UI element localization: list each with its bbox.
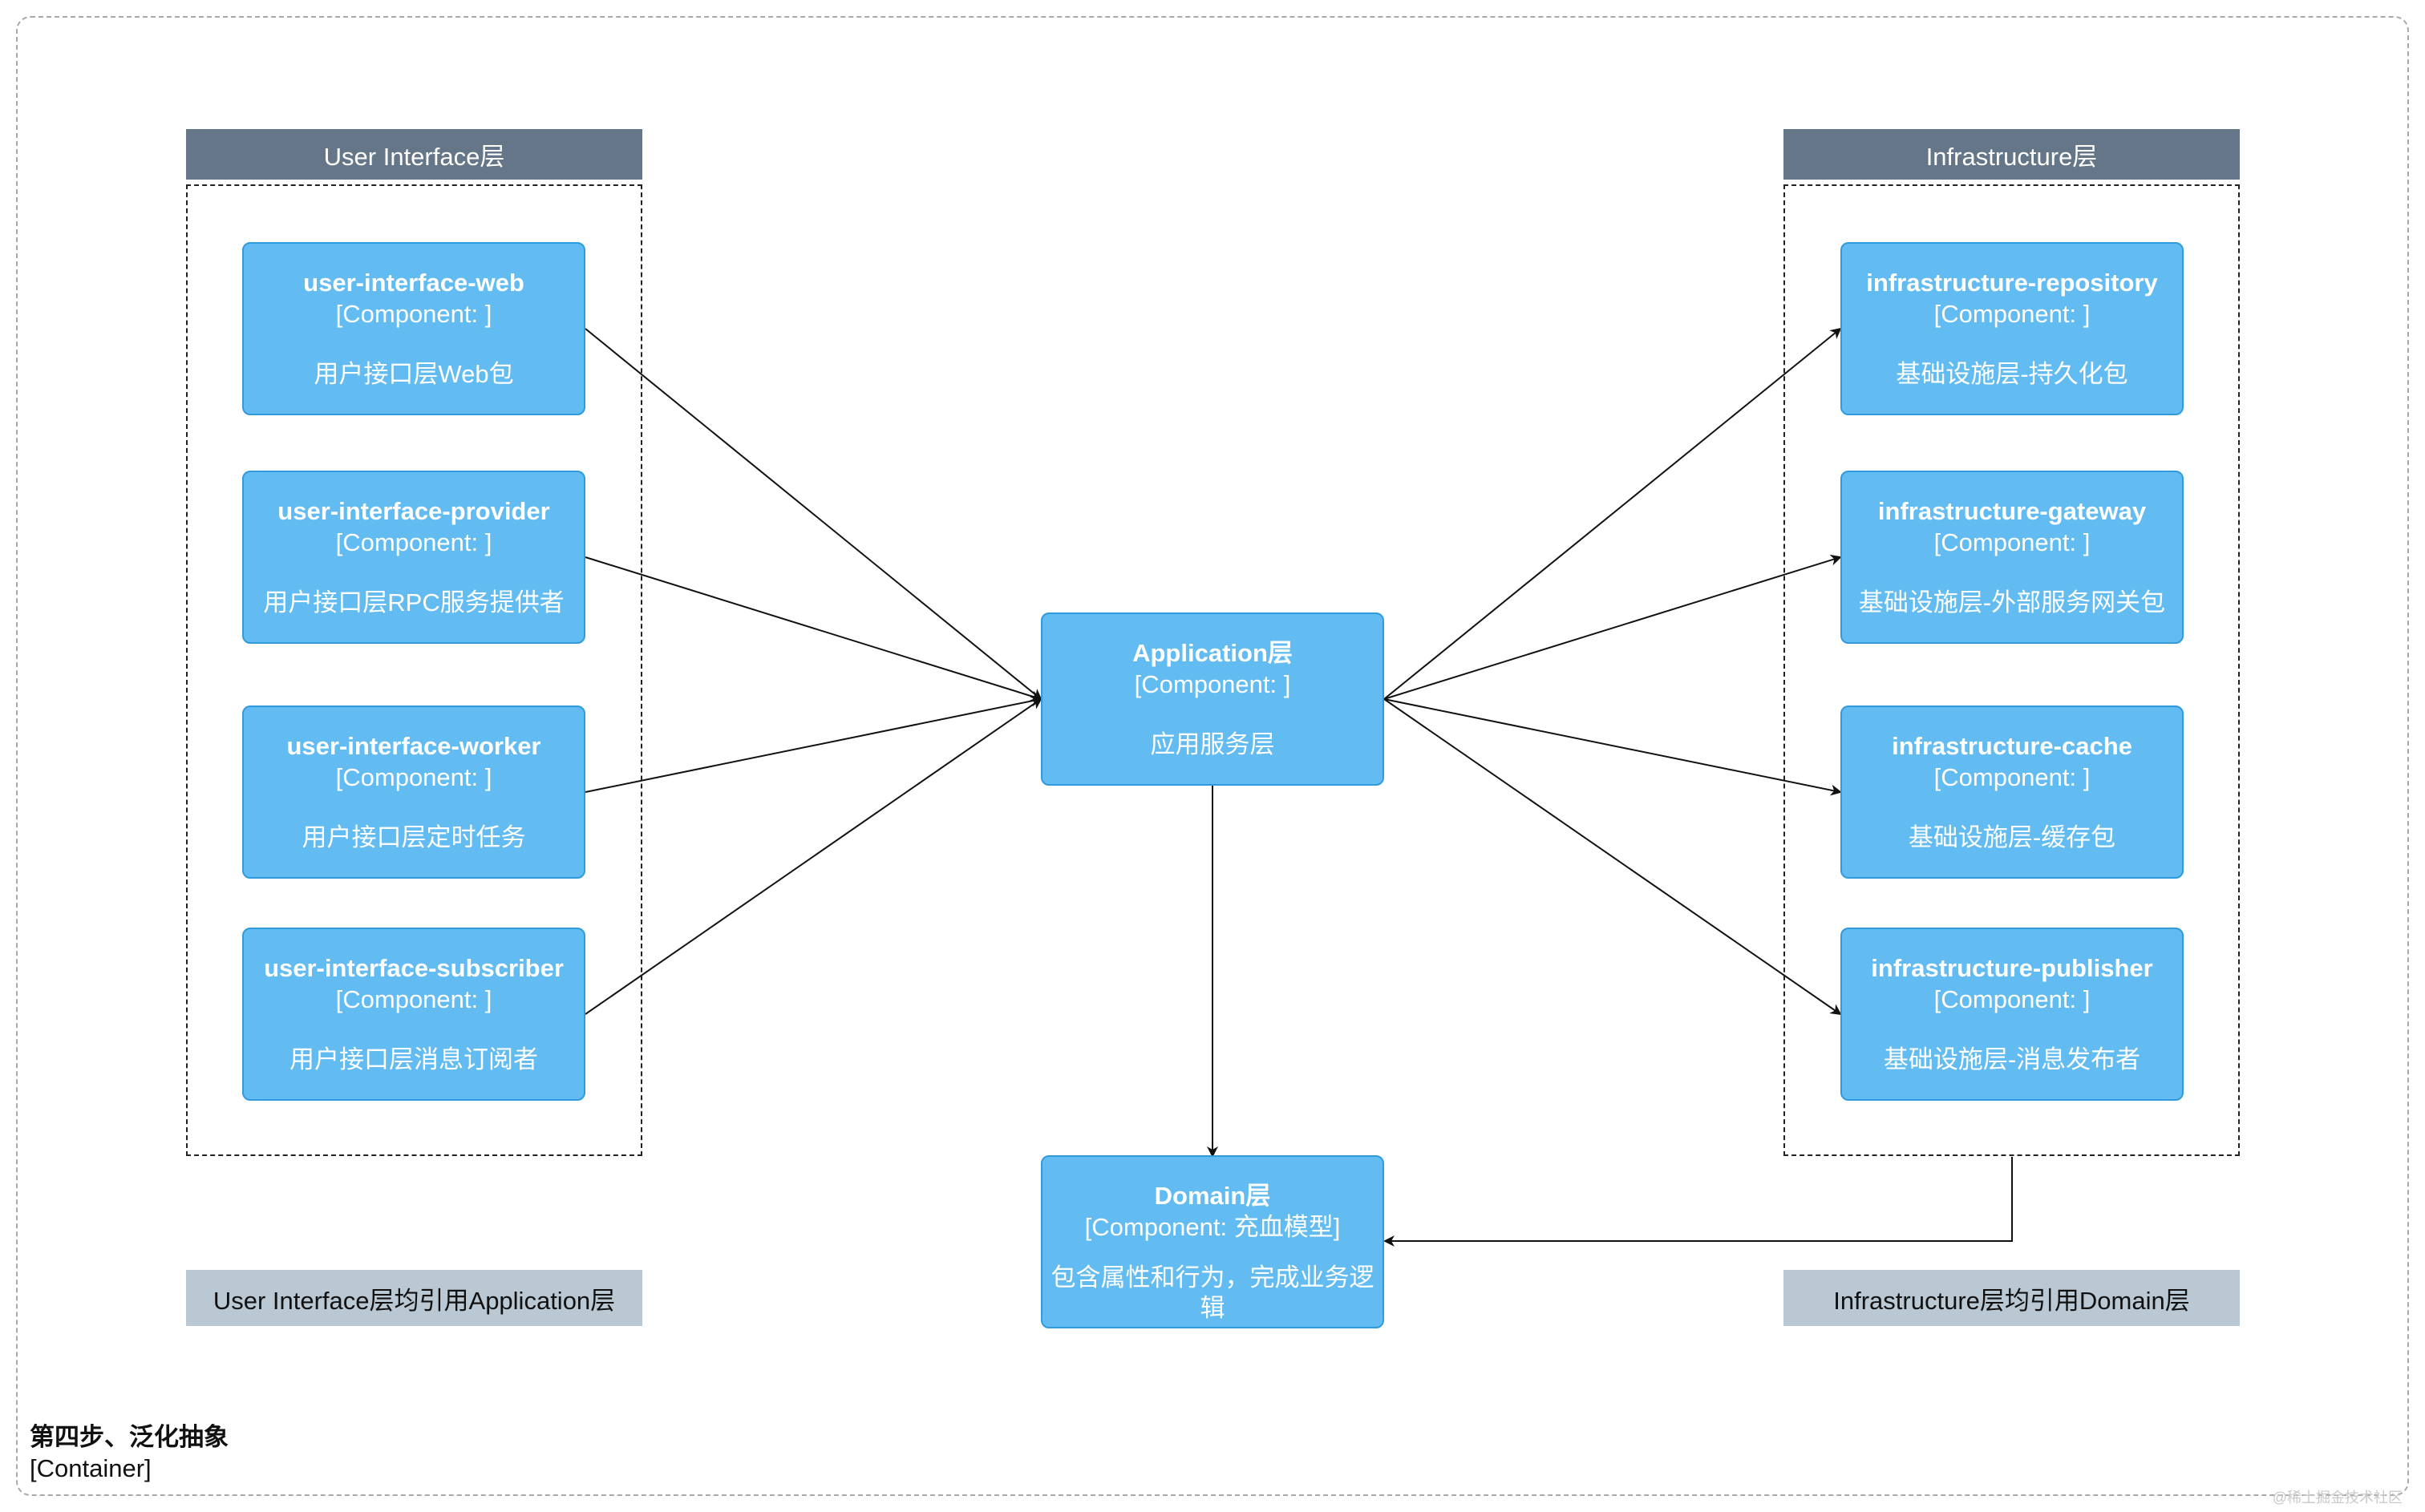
ui-group-header: User Interface层 [186, 129, 642, 180]
component-infrastructure-gateway[interactable]: infrastructure-gateway [Component: ] 基础设… [1840, 471, 2184, 644]
component-tech: [Component: ] [335, 763, 492, 791]
component-desc: 基础设施层-持久化包 [1896, 360, 2128, 388]
component-desc: 用户接口层定时任务 [302, 823, 526, 851]
component-desc: 应用服务层 [1150, 730, 1275, 758]
component-tech: [Component: ] [335, 300, 492, 328]
component-tech: [Component: ] [1933, 763, 2091, 791]
component-tech: [Component: ] [335, 528, 492, 556]
ui-group-boundary [186, 184, 642, 1156]
component-desc: 基础设施层-外部服务网关包 [1858, 588, 2166, 617]
component-desc: 用户接口层Web包 [314, 360, 514, 388]
component-name: infrastructure-repository [1866, 269, 2158, 297]
component-desc: 用户接口层RPC服务提供者 [263, 588, 565, 617]
edge-application-to-infra-repository [1383, 327, 1842, 700]
edge-application-to-infra-gateway [1383, 554, 1842, 700]
component-user-interface-web[interactable]: user-interface-web [Component: ] 用户接口层We… [242, 242, 585, 415]
component-name: infrastructure-publisher [1871, 954, 2153, 982]
infra-group-boundary [1783, 184, 2240, 1156]
component-infrastructure-cache[interactable]: infrastructure-cache [Component: ] 基础设施层… [1840, 705, 2184, 879]
component-application[interactable]: Application层 [Component: ] 应用服务层 [1041, 612, 1384, 786]
infra-group-header: Infrastructure层 [1783, 129, 2240, 180]
edge-infra-to-domain [1383, 1157, 2013, 1247]
component-tech: [Component: ] [335, 985, 492, 1013]
container-label: 第四步、泛化抽象 [Container] [30, 1421, 229, 1484]
component-user-interface-subscriber[interactable]: user-interface-subscriber [Component: ] … [242, 928, 585, 1101]
watermark: @稀土掘金技术社区 [2272, 1490, 2403, 1506]
edge-application-to-infra-publisher [1383, 698, 1842, 1016]
edge-ui-web-to-application [585, 328, 1042, 701]
edge-ui-provider-to-application [585, 556, 1042, 702]
component-desc: 包含属性和行为，完成业务逻辑 [1051, 1263, 1374, 1322]
edge-ui-worker-to-application [585, 695, 1042, 793]
container-title: 第四步、泛化抽象 [30, 1423, 229, 1451]
component-domain[interactable]: Domain层 [Component: 充血模型] 包含属性和行为，完成业务逻辑 [1041, 1155, 1384, 1328]
component-user-interface-worker[interactable]: user-interface-worker [Component: ] 用户接口… [242, 705, 585, 879]
component-name: user-interface-worker [286, 732, 541, 760]
container-type: [Container] [30, 1454, 152, 1482]
component-infrastructure-publisher[interactable]: infrastructure-publisher [Component: ] 基… [1840, 928, 2184, 1101]
component-tech: [Component: 充血模型] [1084, 1213, 1341, 1241]
component-infrastructure-repository[interactable]: infrastructure-repository [Component: ] … [1840, 242, 2184, 415]
edge-ui-subscriber-to-application [585, 697, 1042, 1015]
component-name: Domain层 [1154, 1182, 1271, 1210]
component-name: user-interface-provider [277, 497, 550, 525]
component-name: user-interface-subscriber [264, 954, 564, 982]
component-name: infrastructure-gateway [1877, 497, 2147, 525]
component-desc: 用户接口层消息订阅者 [289, 1045, 538, 1073]
container-boundary [16, 16, 2409, 1496]
component-name: infrastructure-cache [1892, 732, 2132, 760]
component-tech: [Component: ] [1933, 300, 2091, 328]
ui-group-note: User Interface层均引用Application层 [186, 1270, 642, 1326]
component-desc: 基础设施层-缓存包 [1908, 823, 2116, 851]
infra-group-note: Infrastructure层均引用Domain层 [1783, 1270, 2240, 1326]
component-user-interface-provider[interactable]: user-interface-provider [Component: ] 用户… [242, 471, 585, 644]
component-name: Application层 [1132, 639, 1293, 667]
component-name: user-interface-web [303, 269, 524, 297]
edge-application-to-infra-cache [1383, 698, 1842, 796]
component-tech: [Component: ] [1134, 670, 1291, 698]
component-tech: [Component: ] [1933, 528, 2091, 556]
component-desc: 基础设施层-消息发布者 [1883, 1045, 2141, 1073]
component-tech: [Component: ] [1933, 985, 2091, 1013]
